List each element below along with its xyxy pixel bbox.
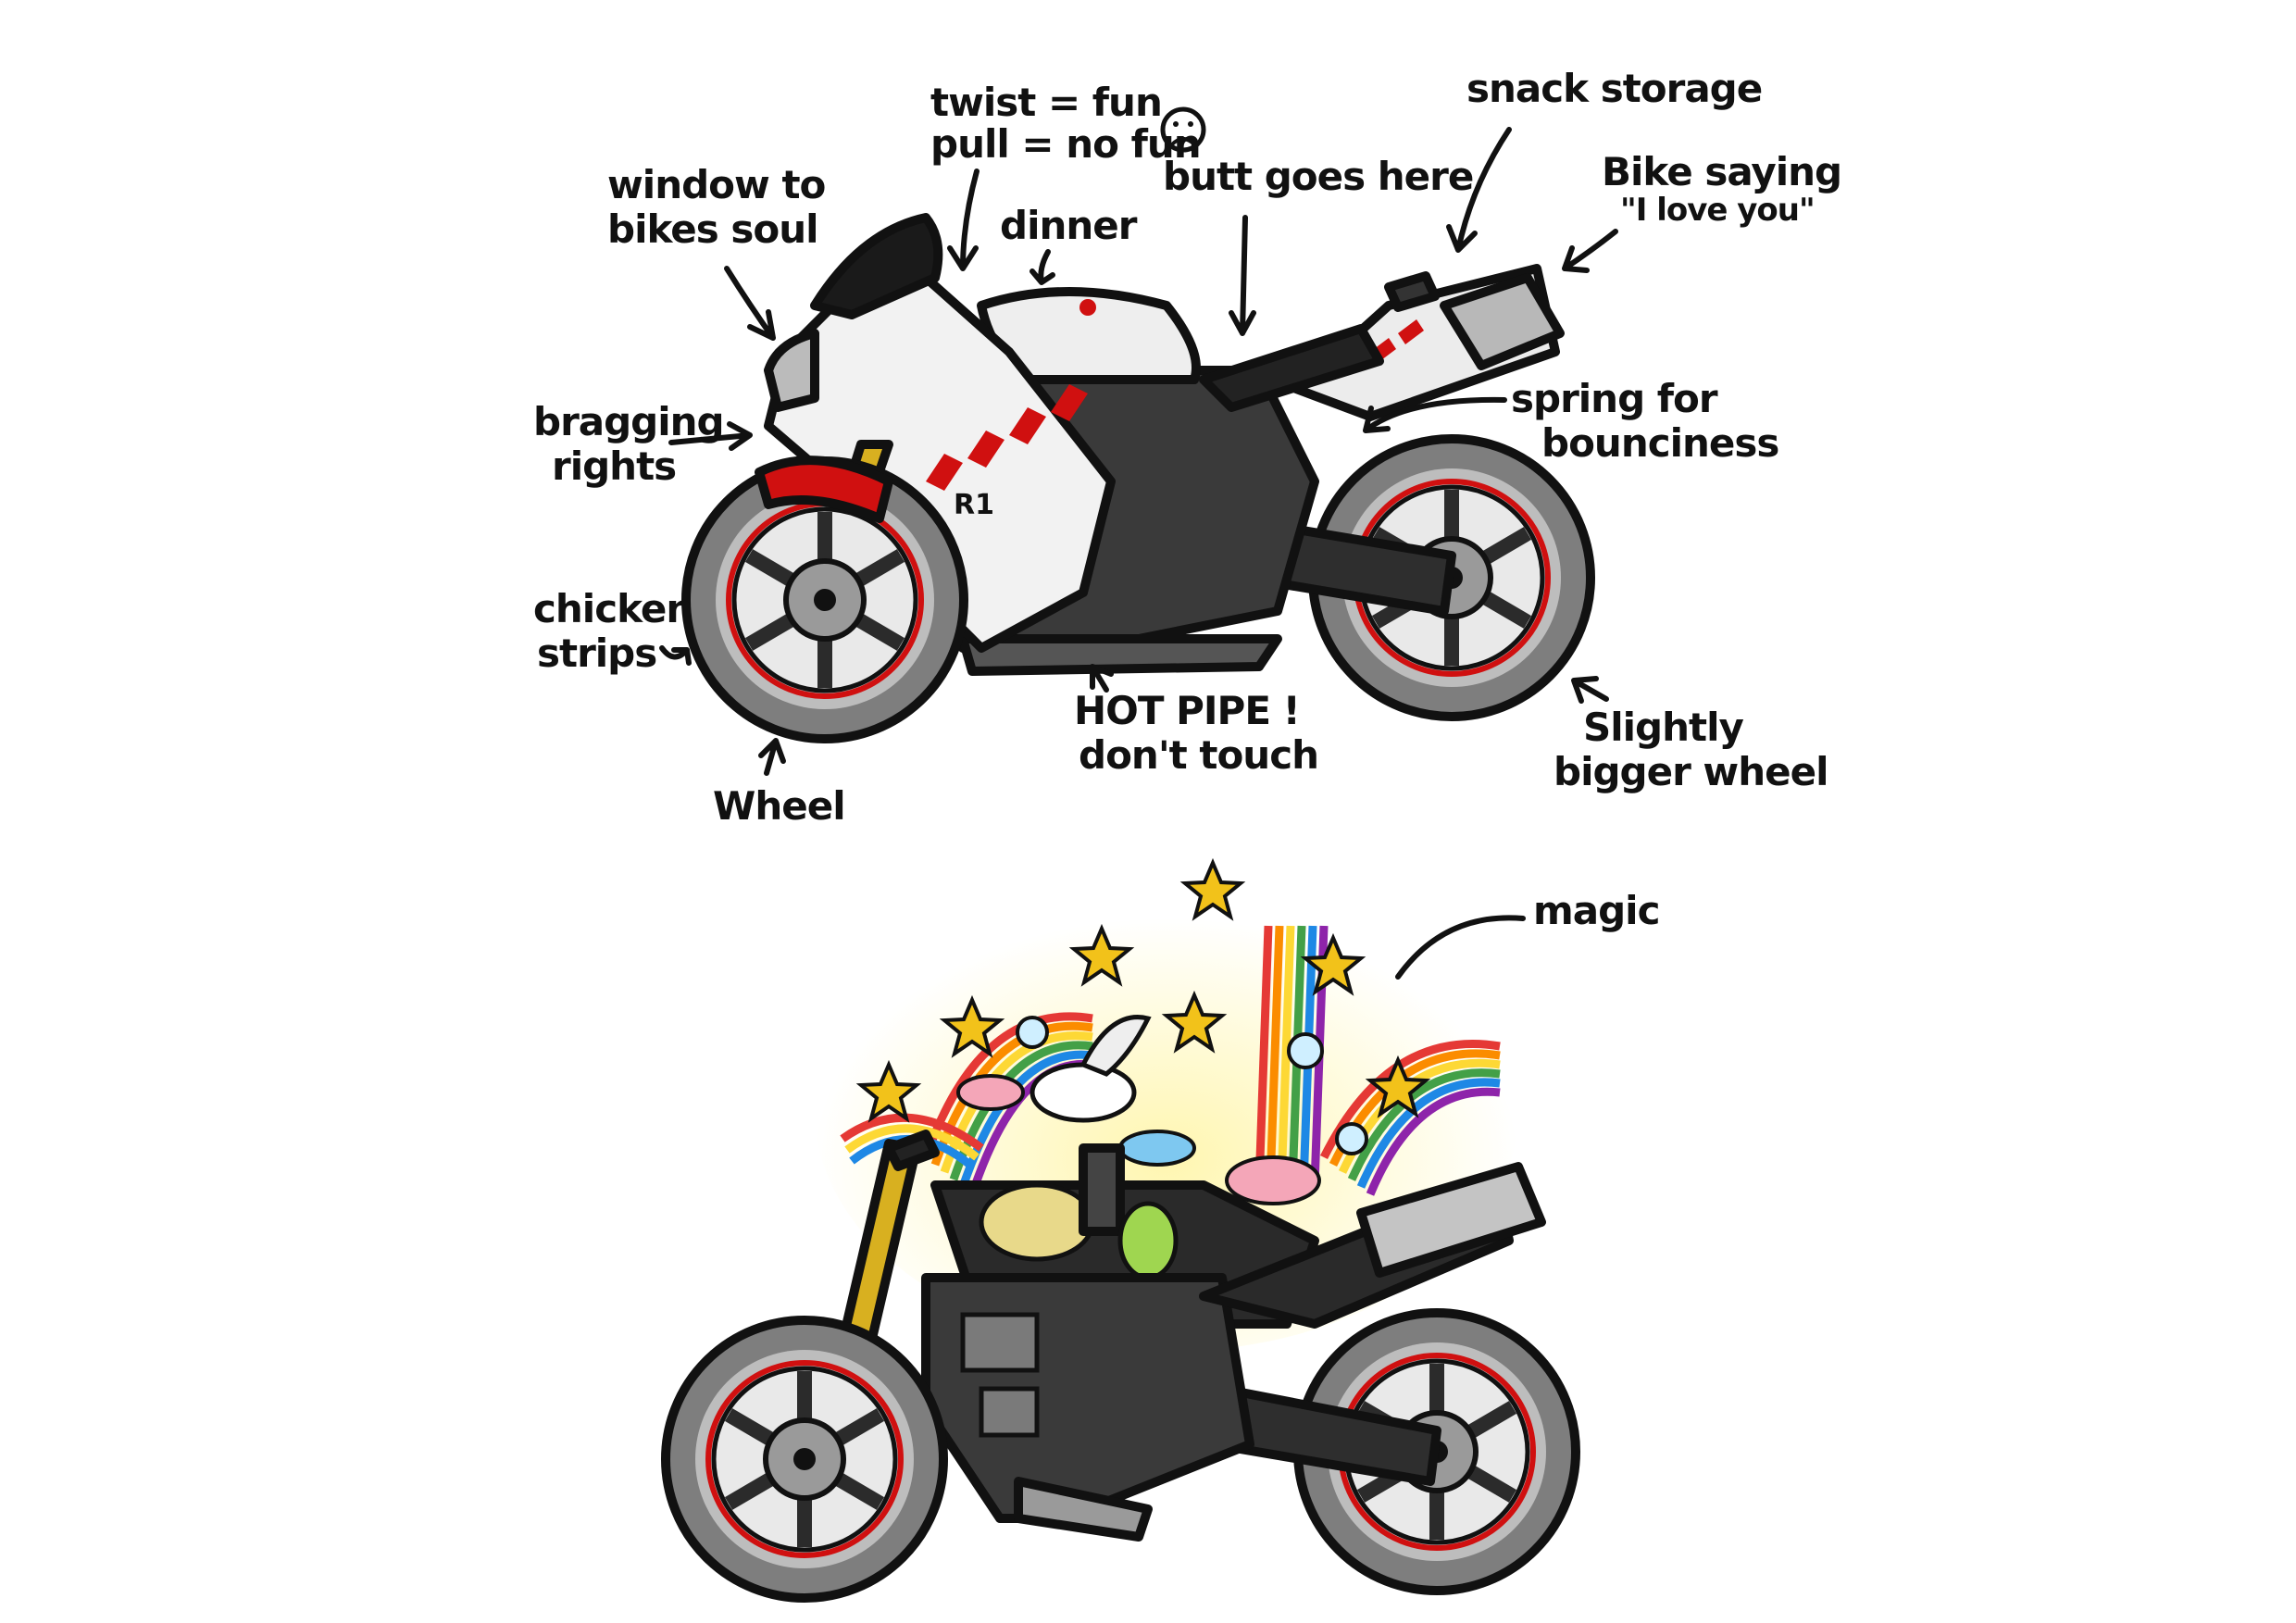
exhaust-can	[1356, 1162, 1546, 1278]
label-magic: magic	[1533, 888, 1659, 933]
arrow-throttle	[947, 169, 980, 271]
unicorn-icon	[1029, 1015, 1152, 1123]
arrow-tail	[1446, 127, 1512, 253]
arrow-shock	[1363, 396, 1507, 433]
label-seat: butt goes here	[1163, 154, 1473, 199]
exhaust-headers	[1014, 1477, 1153, 1542]
windscreen	[810, 213, 943, 319]
label-tail: snack storage	[1466, 66, 1762, 111]
magic-bike-illustration	[666, 861, 1576, 1598]
arrow-dinner	[1029, 249, 1055, 285]
arrow-magic	[1395, 915, 1526, 980]
label-front-wheel: Wheel	[713, 783, 845, 829]
arrow-tyre-edge	[659, 645, 692, 666]
sad-face-icon	[1160, 106, 1206, 153]
arrow-front-wheel	[758, 738, 786, 776]
cloud-icon	[956, 1074, 1321, 1205]
sport-bike-illustration: R1	[686, 213, 1591, 739]
exhaust-pipe	[958, 634, 1282, 676]
headlight	[764, 329, 819, 412]
annotations-bottom: magic	[1395, 888, 1660, 980]
handlebar	[884, 1130, 940, 1171]
arrow-pipe	[1090, 664, 1114, 693]
arrow-rear-wheel	[1571, 676, 1609, 704]
front-wheel	[666, 1320, 943, 1598]
seat	[1199, 324, 1384, 412]
arrow-fairing	[668, 421, 753, 451]
exhaust-can	[1440, 273, 1565, 370]
model-badge: R1	[954, 489, 994, 521]
arrow-window	[724, 266, 776, 341]
arrow-seat	[1229, 215, 1256, 336]
label-pipe: HOT PIPE !don't touch	[1074, 688, 1318, 778]
arrow-exhaust	[1562, 229, 1618, 273]
label-dinner: dinner	[1000, 203, 1138, 248]
front-fender	[755, 456, 893, 523]
label-exhaust: Bike saying"I love you"	[1602, 149, 1841, 229]
